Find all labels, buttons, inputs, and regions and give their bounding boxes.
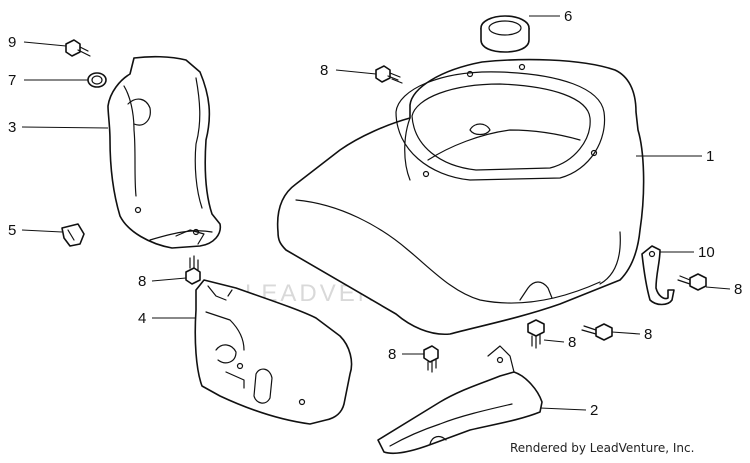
callout-8-bottom-right: 8: [644, 326, 652, 343]
callout-10: 10: [698, 244, 715, 261]
callout-4: 4: [138, 310, 146, 327]
leader-lines: [21, 15, 731, 411]
part-10-bracket-hook: [641, 245, 675, 306]
part-3-side-plate: [107, 55, 222, 249]
part-7-small-grommet: [87, 72, 107, 88]
callout-9: 9: [8, 34, 16, 51]
callout-5: 5: [8, 222, 16, 239]
callout-2: 2: [590, 402, 598, 419]
part-4-lower-cover: [194, 279, 353, 425]
callout-8-bottom-left: 8: [388, 346, 396, 363]
part-1-blower-housing: [276, 58, 645, 336]
callout-6: 6: [564, 8, 572, 25]
callout-labels: 9 7 3 5 8 4 6 8 1 10 8 8 8 8 2: [8, 8, 742, 419]
callout-7: 7: [8, 72, 16, 89]
callout-1: 1: [706, 148, 714, 165]
render-credit: Rendered by LeadVenture, Inc.: [510, 441, 695, 455]
part-5-clip: [61, 223, 85, 247]
part-9-bolt: [65, 39, 91, 57]
part-2-bottom-bracket: [377, 345, 543, 455]
callout-8-bottom-center: 8: [568, 334, 576, 351]
part-8-bolt-bottom-center: [527, 319, 545, 349]
callout-8-left: 8: [138, 273, 146, 290]
callout-8-right: 8: [734, 281, 742, 298]
part-8-bolt-bottom-right: [581, 323, 613, 341]
part-6-grommet: [480, 15, 530, 53]
callout-8-upper: 8: [320, 62, 328, 79]
part-8-bolt-upper-center: [375, 65, 403, 84]
callout-3: 3: [8, 119, 16, 136]
part-8-bolt-left: [185, 255, 201, 285]
part-8-bolt-right: [677, 273, 707, 291]
part-8-bolt-bottom-left: [423, 345, 439, 373]
